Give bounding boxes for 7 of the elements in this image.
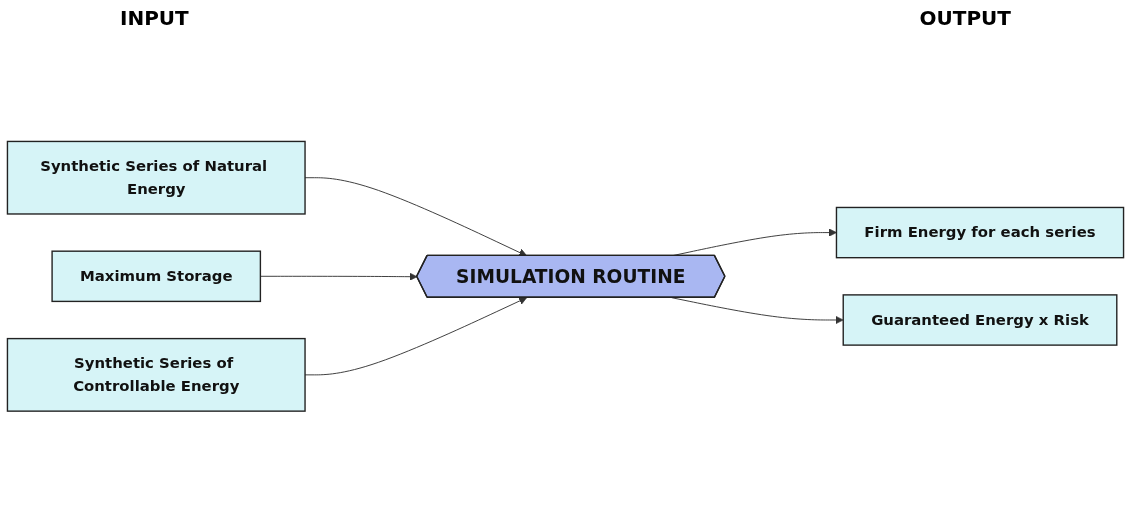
node-box: Synthetic Series of Natural Energy: [6, 140, 306, 215]
column-heading: OUTPUT: [919, 6, 1011, 32]
node-box: Guaranteed Energy x Risk: [842, 293, 1118, 346]
node-box: Maximum Storage: [51, 250, 262, 302]
node-box: Firm Energy for each series: [835, 206, 1125, 259]
column-heading: INPUT: [120, 6, 189, 32]
node-box: Synthetic Series of Controllable Energy: [6, 337, 306, 412]
